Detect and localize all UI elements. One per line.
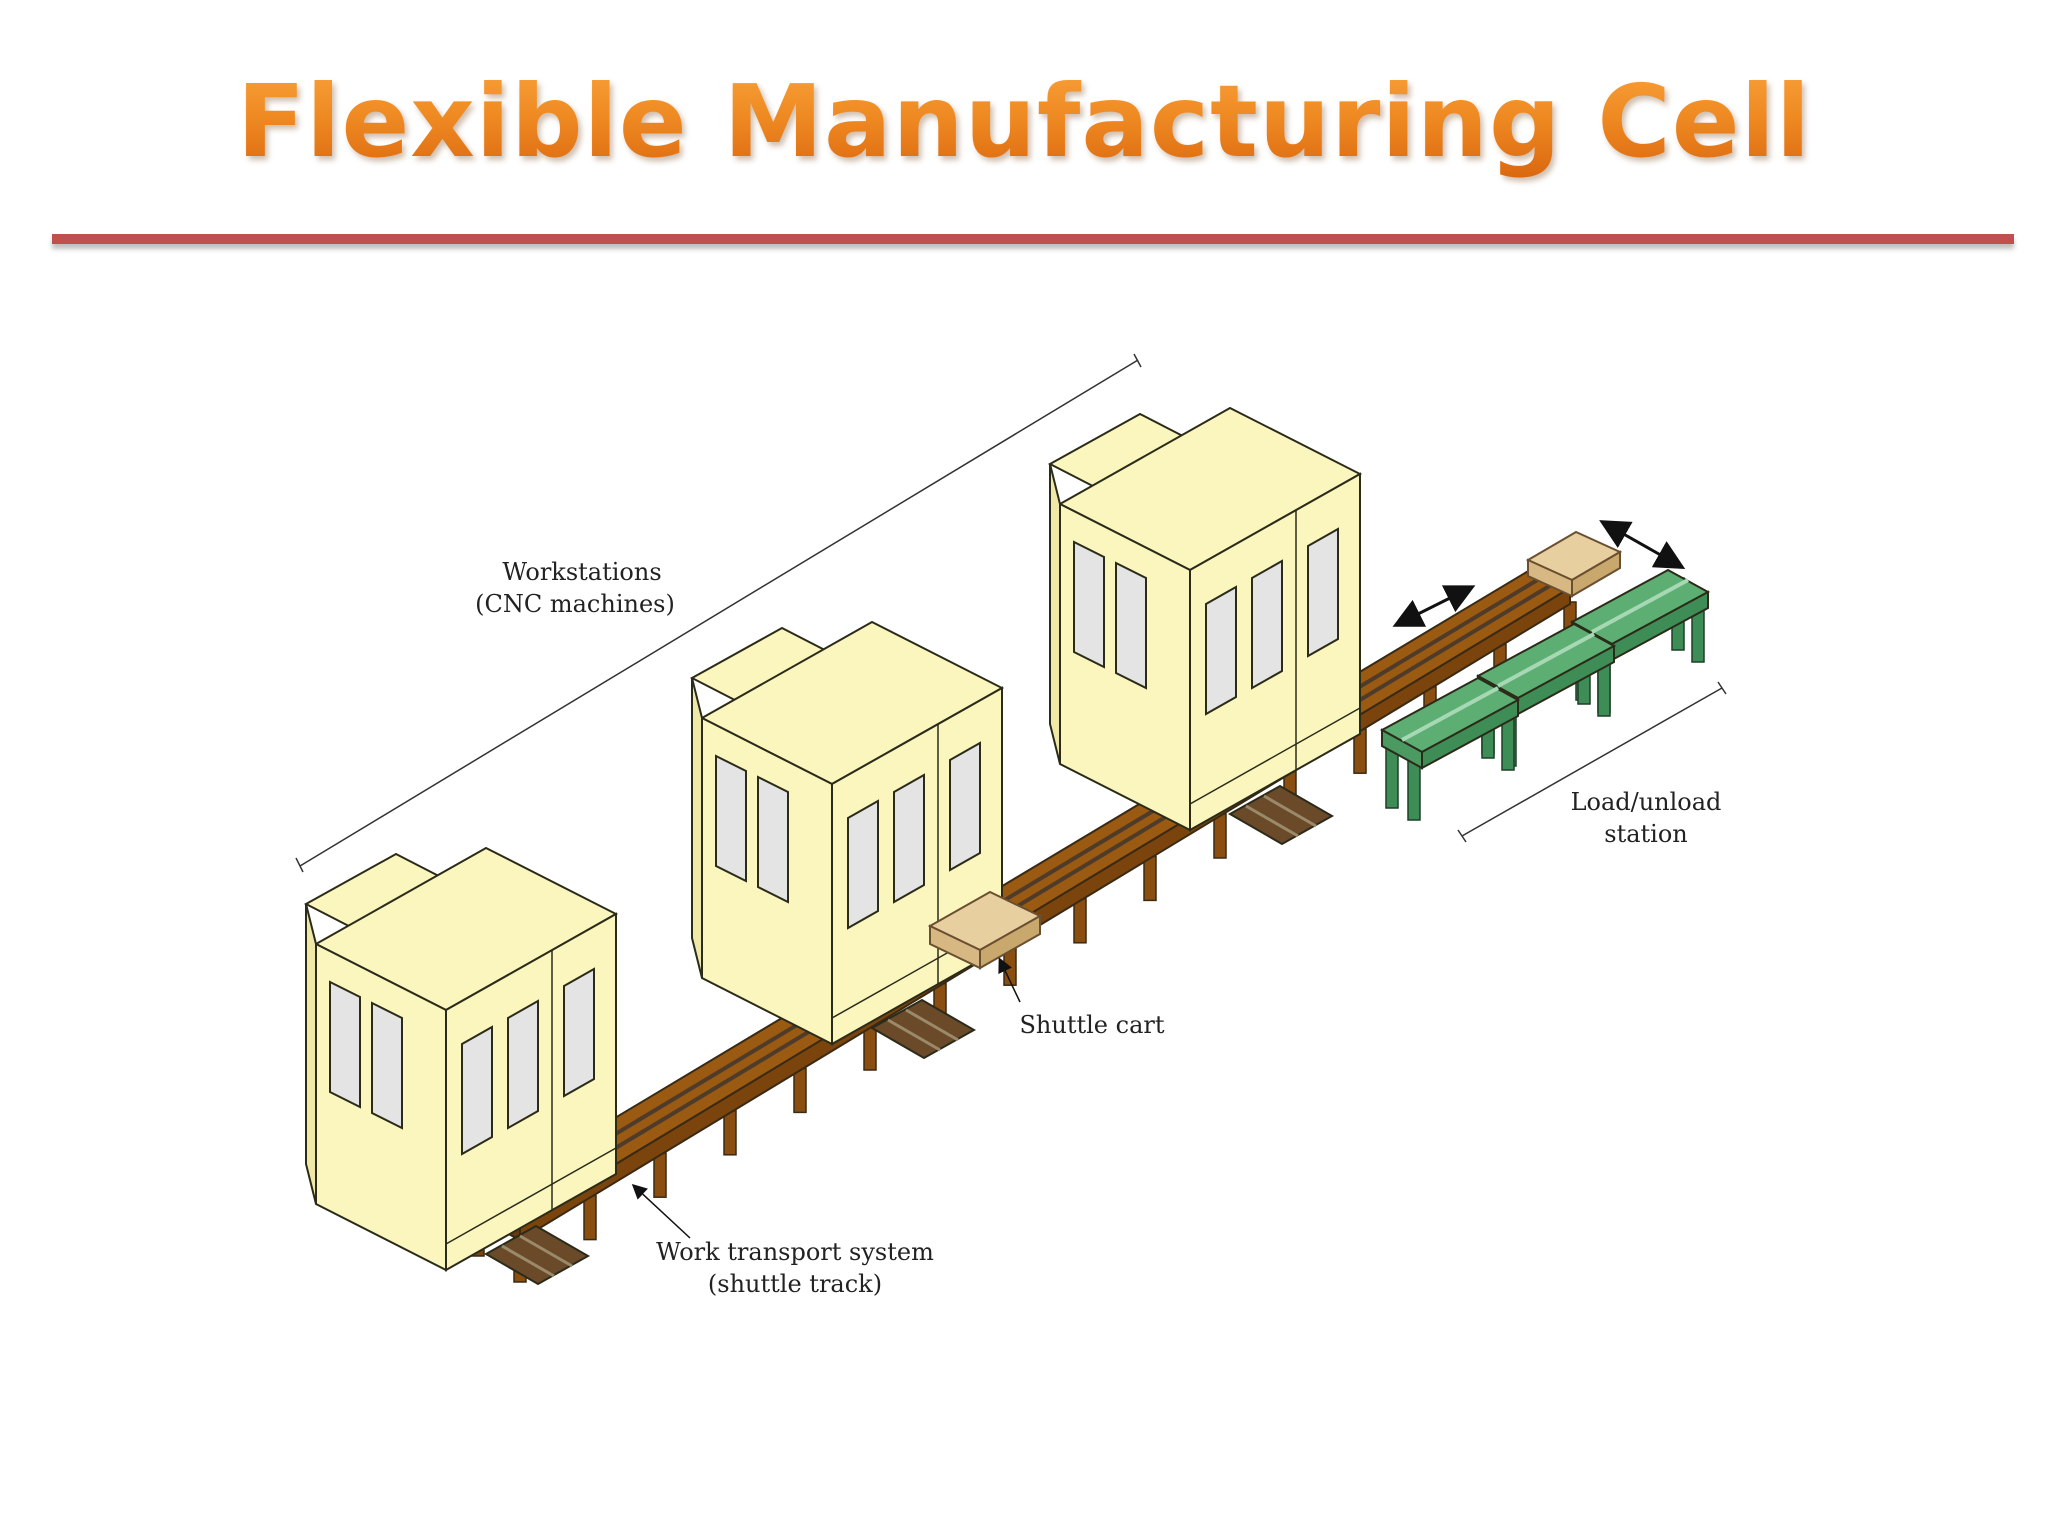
cnc-machine xyxy=(689,620,1005,1060)
cnc-machine xyxy=(1047,406,1363,846)
station-table-side xyxy=(1421,698,1519,770)
load-unload-label-line1: Load/unload xyxy=(1571,788,1722,816)
title-divider xyxy=(52,234,2014,244)
workstations-label-line2: (CNC machines) xyxy=(475,590,675,618)
load-unload-dimension xyxy=(1457,681,1727,843)
spur-groove xyxy=(1245,804,1299,838)
station-table-rib xyxy=(1401,686,1499,742)
machine-window xyxy=(715,754,747,883)
spur-groove xyxy=(905,1008,959,1042)
machine-window xyxy=(1307,527,1339,658)
track-leg xyxy=(653,1152,667,1198)
station-table-rib xyxy=(1591,578,1689,634)
transport-label-line1: Work transport system xyxy=(656,1238,934,1266)
slide-title: Flexible Manufacturing Cell xyxy=(0,62,2048,182)
transport-label-line2: (shuttle track) xyxy=(708,1270,882,1298)
machine-spur-track xyxy=(869,998,977,1060)
track-leg xyxy=(793,1067,807,1114)
machine-window xyxy=(461,1025,493,1156)
machine-back-side xyxy=(305,903,317,1205)
machine-window xyxy=(1205,585,1237,716)
machine-window xyxy=(371,1001,403,1130)
track-rail-front xyxy=(519,586,1571,1242)
shuttle-cart-label: Shuttle cart xyxy=(1019,1011,1164,1039)
transport-leader xyxy=(631,1183,691,1239)
machine-window xyxy=(757,775,789,904)
machine-base-line xyxy=(1189,707,1361,805)
spur-groove xyxy=(887,1018,941,1052)
track-leg xyxy=(1073,898,1087,944)
spur-top xyxy=(869,998,977,1060)
machine-back-side xyxy=(1049,463,1061,765)
load-unload-label-line2: station xyxy=(1604,820,1688,848)
station-motion-arrow xyxy=(1599,520,1686,569)
station-table-rib xyxy=(1497,632,1595,688)
machine-window xyxy=(507,999,539,1130)
machine-spur-track xyxy=(1227,784,1335,846)
machine-window xyxy=(949,741,981,872)
track-leg xyxy=(723,1110,737,1156)
machine-window xyxy=(1073,540,1105,669)
track-leg xyxy=(863,1025,877,1071)
load-unload-station xyxy=(1379,568,1711,821)
shuttle-cart xyxy=(927,890,1043,970)
spur-groove xyxy=(519,1234,573,1268)
cnc-machines xyxy=(303,406,1363,1286)
machine-back-side xyxy=(691,677,703,979)
machine-spur-track xyxy=(483,1224,591,1286)
track-leg xyxy=(583,1194,597,1241)
cart-motion-arrow xyxy=(1392,585,1476,627)
machine-base-line xyxy=(445,1147,617,1245)
machine-window xyxy=(563,967,595,1098)
workstations-label-line1: Workstations xyxy=(502,558,661,586)
machine-window xyxy=(847,799,879,930)
machine-window xyxy=(329,980,361,1109)
spur-top xyxy=(1227,784,1335,846)
station-table xyxy=(1379,676,1521,821)
track-leg xyxy=(1213,813,1227,859)
spur-top xyxy=(483,1224,591,1286)
spur-groove xyxy=(1263,794,1317,828)
track-rail-top xyxy=(475,568,1573,1224)
shuttle-cart-leader xyxy=(998,957,1021,1003)
machine-window xyxy=(1115,561,1147,690)
workstations-dimension xyxy=(295,353,1142,873)
track-leg xyxy=(1143,855,1157,902)
machine-window xyxy=(1251,559,1283,690)
machine-window xyxy=(893,773,925,904)
cnc-machine xyxy=(303,846,619,1286)
spur-groove xyxy=(501,1244,555,1278)
